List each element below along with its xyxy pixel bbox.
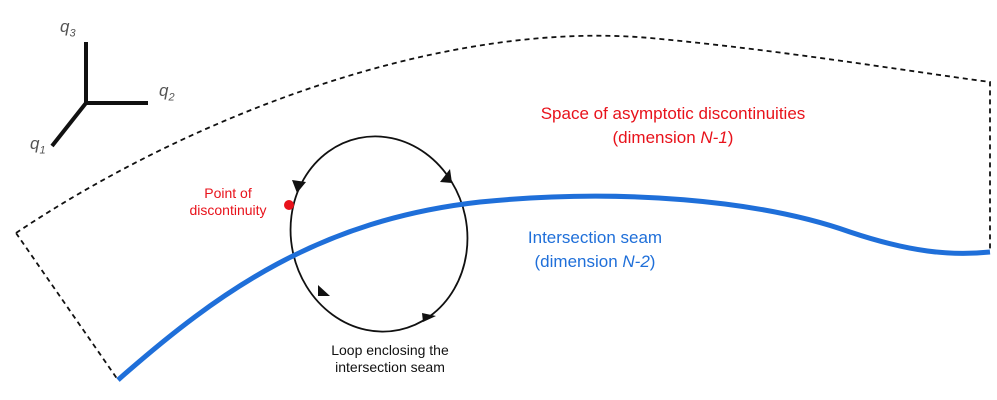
seam-label: Intersection seam (dimension N-2) [510, 228, 680, 273]
axis-q1-line [50, 101, 88, 148]
seam-label-line2: (dimension N-2) [510, 252, 680, 272]
loop-arrow-bottom-left [318, 285, 330, 296]
space-label: Space of asymptotic discontinuities (dim… [514, 104, 832, 149]
seam-label-line1: Intersection seam [527, 228, 663, 247]
point-label-line1: Point of [204, 185, 252, 201]
axis-label-q2-base: q [159, 81, 169, 100]
discontinuity-point [284, 200, 294, 210]
space-label-line2: (dimension N-1) [514, 128, 832, 148]
axis-label-q3: q3 [60, 17, 76, 41]
intersection-seam [116, 193, 991, 382]
axis-label-q1-base: q [30, 134, 40, 153]
axis-label-q1: q1 [30, 134, 46, 158]
axes-icon [50, 42, 148, 148]
point-label: Point of discontinuity [176, 185, 280, 219]
axis-label-q2: q2 [159, 81, 175, 105]
axis-label-q3-base: q [60, 17, 70, 36]
space-label-suffix: ) [727, 128, 734, 148]
space-label-prefix: (dimension [612, 128, 701, 148]
space-label-line1: Space of asymptotic discontinuities [540, 104, 806, 123]
seam-label-var: N-2 [622, 252, 650, 272]
seam-label-prefix: (dimension [534, 252, 623, 272]
point-label-line2: discontinuity [189, 201, 267, 218]
loop-arrow-top-left [292, 180, 306, 193]
axis-label-q1-sub: 1 [39, 144, 46, 157]
loop-arrow-top-right [440, 169, 452, 183]
axis-label-q3-sub: 3 [69, 27, 76, 40]
axis-label-q2-sub: 2 [168, 91, 175, 104]
discontinuity-space-boundary [15, 34, 991, 381]
space-label-var: N-1 [700, 128, 728, 148]
loop-label: Loop enclosing the intersection seam [300, 342, 480, 376]
loop-label-line1: Loop enclosing the [331, 342, 449, 358]
loop-label-line2: intersection seam [335, 358, 445, 375]
loop-arrow-bottom-right [422, 313, 436, 322]
seam-label-suffix: ) [649, 252, 656, 272]
enclosing-loop [289, 135, 469, 333]
